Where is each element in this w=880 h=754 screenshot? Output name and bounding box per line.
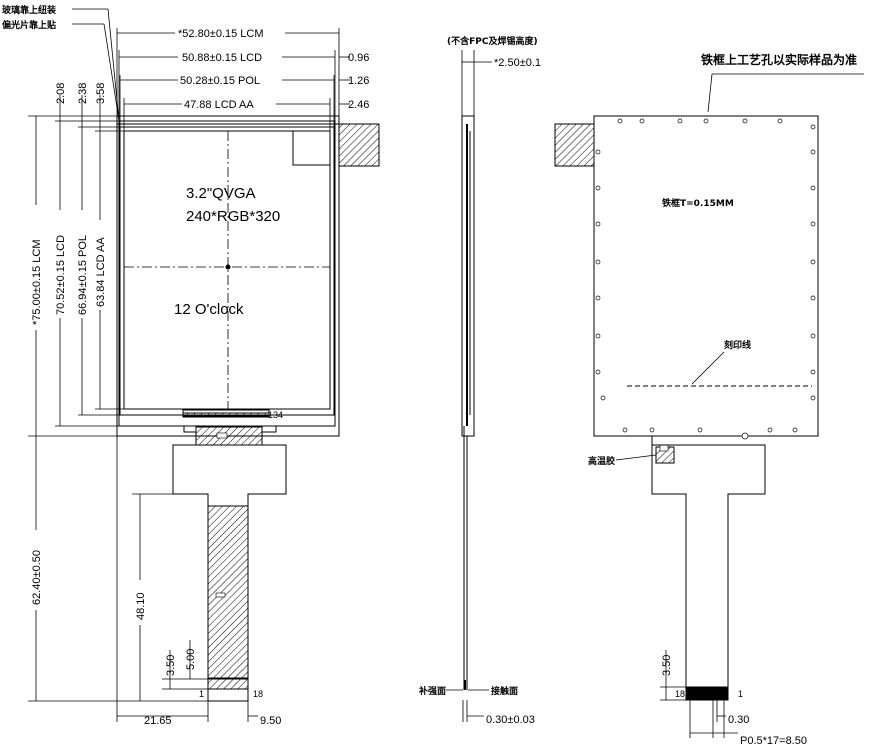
pol-outline (119, 126, 335, 416)
pin-134-label: 134 (268, 410, 283, 420)
note-glass-top: 玻璃靠上纽装 (2, 4, 57, 16)
lcd-outline (118, 120, 336, 427)
dim-r3: 2.46 (348, 99, 369, 111)
dim-aa-width: 47.88 LCD AA (184, 99, 254, 111)
dim-top2: 2.38 (77, 83, 89, 104)
dim-fpc-tail: 48.10 (135, 592, 147, 620)
display-resolution: 240*RGB*320 (186, 208, 280, 225)
display-size-type: 3.2"QVGA (186, 185, 256, 202)
note-thickness: (不含FPC及焊锡高度) (447, 35, 538, 47)
rear-view: 铁框上工艺孔以实际样品为准 铁框T=0.15MM 刻印线 高温胶 (554, 52, 864, 747)
dim-lcm-width: *52.80±0.15 LCM (178, 28, 264, 40)
display-viewing-direction: 12 O'clock (174, 301, 244, 318)
dim-top1: 2.08 (55, 83, 67, 104)
dim-fpc-length: 62.40±0.50 (31, 550, 43, 605)
note-print-line: 刻印线 (724, 339, 751, 351)
dim-rear-350: 3.50 (661, 655, 673, 676)
dim-thickness: *2.50±0.1 (494, 57, 541, 69)
dim-pitch: P0.5*17=8.50 (740, 735, 807, 747)
dim-r2: 1.26 (348, 75, 369, 87)
dim-lcd-width: 50.88±0.15 LCD (182, 52, 262, 64)
dim-stiffener: 0.30±0.03 (486, 714, 535, 726)
label-high-temp-tape: 高温胶 (588, 455, 615, 467)
note-frame-holes: 铁框上工艺孔以实际样品为准 (701, 52, 857, 67)
label-stiffener-side: 补强面 (418, 685, 446, 697)
process-holes (595, 118, 816, 440)
pin-18-label: 18 (253, 689, 263, 699)
dim-fpc-350: 3.50 (165, 655, 177, 676)
side-module (461, 115, 475, 437)
side-tab-hatch (338, 123, 380, 167)
dim-pol-width: 50.28±0.15 POL (180, 75, 260, 87)
side-view: (不含FPC及焊锡高度) *2.50±0.1 补强面 接触面 0.30±0.03 (418, 35, 541, 726)
pin-1-label: 1 (199, 689, 204, 699)
label-contact-side: 接触面 (491, 685, 518, 697)
dim-fpc-width: 9.50 (260, 715, 281, 727)
active-area-outline (123, 130, 331, 410)
corner-notch (292, 130, 331, 166)
dim-fpc-500: 5.00 (185, 649, 197, 670)
front-view: 3.2"QVGA 240*RGB*320 12 O'clock 134 1 18 (2, 4, 380, 727)
dim-pol-height: 66.94±0.15 POL (77, 235, 89, 315)
dim-top3: 3.58 (95, 83, 107, 104)
dim-rear-030: 0.30 (728, 714, 749, 726)
dim-r1: 0.96 (348, 52, 369, 64)
rear-frame (593, 115, 819, 437)
note-polarizer-top: 偏光片靠上贴 (2, 19, 56, 31)
dim-lcm-height: *75.00±0.15 LCM (31, 239, 43, 325)
dim-fpc-offset: 21.65 (144, 715, 172, 727)
dim-aa-height: 63.84 LCD AA (95, 237, 107, 307)
dim-lcd-height: 70.52±0.15 LCD (55, 235, 67, 315)
rear-pin-18-label: 18 (675, 689, 685, 699)
rear-fpc-contacts (685, 686, 729, 701)
rear-side-tab-hatch (554, 123, 595, 167)
note-frame-thickness: 铁框T=0.15MM (662, 197, 734, 209)
fpc-trace-hatch (207, 505, 249, 679)
rear-pin-1-label: 1 (738, 689, 743, 699)
